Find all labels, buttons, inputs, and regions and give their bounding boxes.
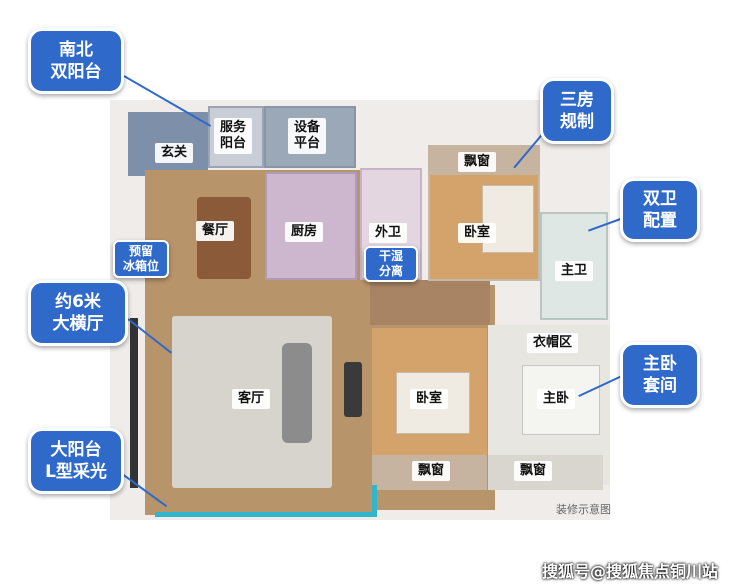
callout-master-suite-text: 主卧 套间 (643, 354, 677, 396)
room-label-bedroom-mid: 卧室 (410, 389, 449, 409)
callout-two-baths: 双卫 配置 (620, 178, 700, 242)
callout-hall-text: 约6米 大横厅 (52, 292, 104, 334)
room-label-master: 主卧 (537, 389, 576, 409)
room-label-bay-top: 飘窗 (458, 152, 497, 172)
callout-two-baths-text: 双卫 配置 (643, 189, 677, 231)
callout-fridge: 预留 冰箱位 (113, 240, 169, 278)
callout-three-rooms-text: 三房 规制 (560, 90, 594, 132)
room-label-entry: 玄关 (155, 143, 194, 163)
callout-hall: 约6米 大横厅 (28, 280, 128, 346)
room-label-bay-left: 飘窗 (412, 461, 451, 481)
room-label-living: 客厅 (232, 389, 271, 409)
callout-master-suite: 主卧 套间 (620, 342, 700, 408)
room-label-dining: 餐厅 (196, 221, 235, 241)
room-label-bay-right: 飘窗 (514, 461, 553, 481)
room-label-service-balcony: 服务 阳台 (214, 118, 253, 154)
tv-bench (344, 362, 362, 417)
room-label-kitchen: 厨房 (285, 222, 324, 242)
watermark: 搜狐号@搜狐焦点铜川站 (542, 562, 719, 581)
caption: 装修示意图 (556, 503, 611, 516)
balcony-edge-side (372, 485, 377, 517)
room-label-bedroom-top: 卧室 (458, 223, 497, 243)
callout-balcony-text: 大阳台 L型采光 (45, 440, 107, 482)
callout-balcony: 大阳台 L型采光 (28, 428, 124, 494)
corridor-floor (370, 280, 490, 325)
balcony-edge (155, 512, 377, 517)
callout-three-rooms: 三房 规制 (540, 78, 614, 144)
callout-dry-wet: 干湿 分离 (364, 246, 418, 282)
callout-north-south-text: 南北 双阳台 (50, 40, 102, 82)
left-window-frame (130, 318, 138, 488)
callout-dry-wet-text: 干湿 分离 (378, 249, 403, 278)
kitchen-area (265, 172, 357, 280)
callout-fridge-text: 预留 冰箱位 (122, 244, 159, 273)
sofa (282, 343, 312, 443)
room-label-cloak: 衣帽区 (527, 333, 579, 353)
room-label-ext-bath: 外卫 (369, 223, 408, 243)
room-label-equipment: 设备 平台 (288, 118, 327, 154)
room-label-main-bath: 主卫 (555, 261, 594, 281)
callout-north-south: 南北 双阳台 (28, 28, 124, 94)
